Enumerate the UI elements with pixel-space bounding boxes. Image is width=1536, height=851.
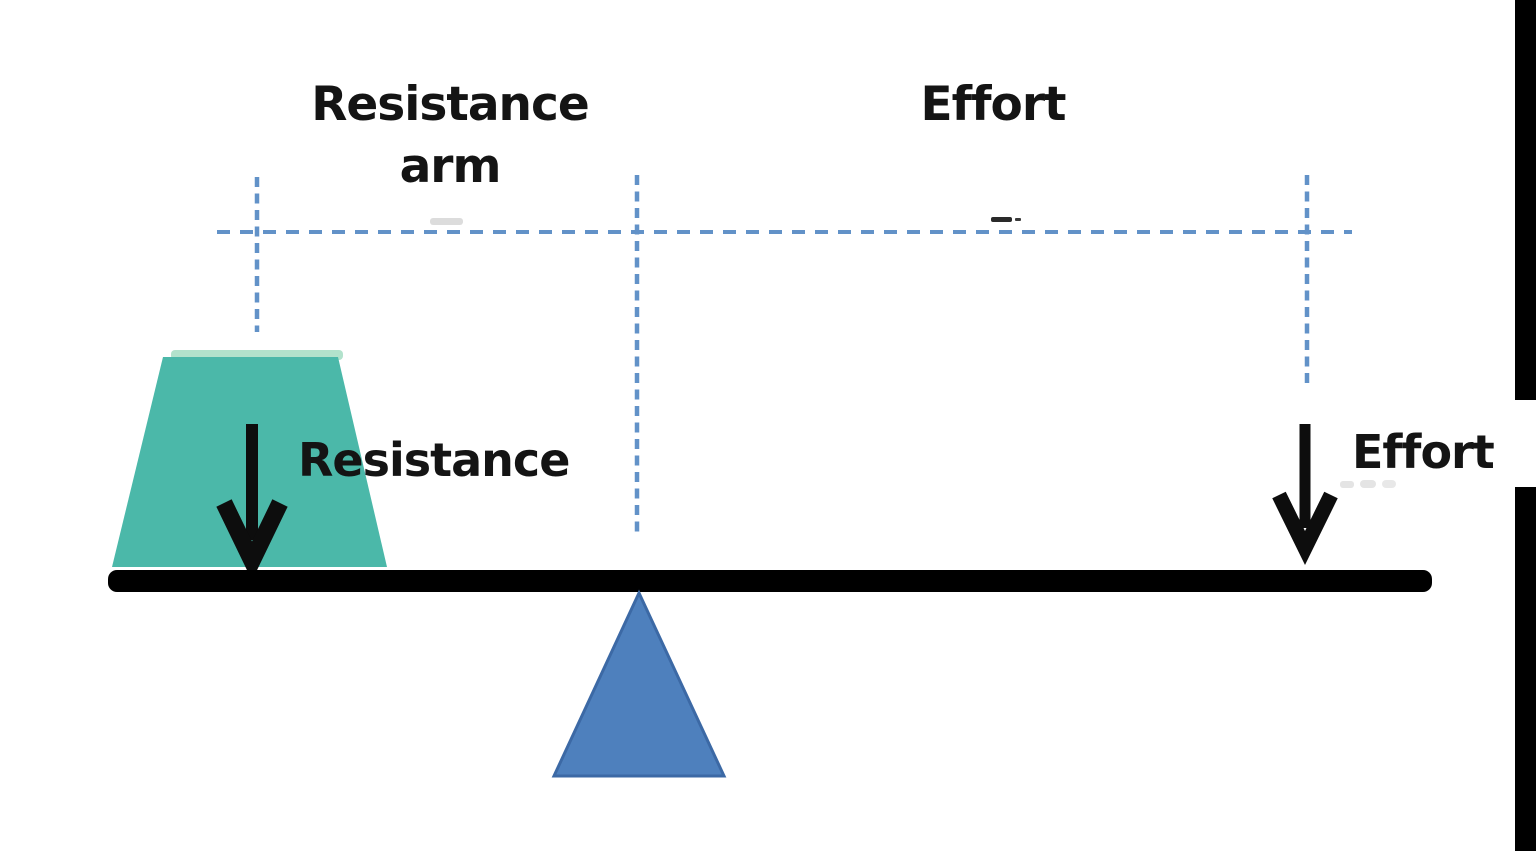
smudge-artifact bbox=[991, 217, 1012, 222]
right-edge-strip-top bbox=[1515, 0, 1536, 400]
smudge-artifact bbox=[1360, 480, 1376, 488]
effort-force-label: Effort bbox=[1352, 425, 1495, 479]
resistance-force-label: Resistance bbox=[298, 433, 570, 487]
lever-bar bbox=[108, 570, 1432, 592]
resistance-arrow-icon bbox=[216, 424, 288, 581]
effort-arrow-icon bbox=[1272, 424, 1338, 566]
smudge-artifact bbox=[1382, 480, 1396, 488]
smudge-artifact bbox=[1340, 481, 1354, 488]
right-edge-strip-bottom bbox=[1515, 487, 1536, 851]
resistance-arm-label: Resistance arm bbox=[311, 77, 590, 194]
smudge-artifact bbox=[1015, 218, 1021, 221]
effort-arm-label: Effort bbox=[920, 77, 1067, 132]
smudge-artifact bbox=[430, 218, 463, 225]
fulcrum-triangle bbox=[551, 589, 727, 778]
